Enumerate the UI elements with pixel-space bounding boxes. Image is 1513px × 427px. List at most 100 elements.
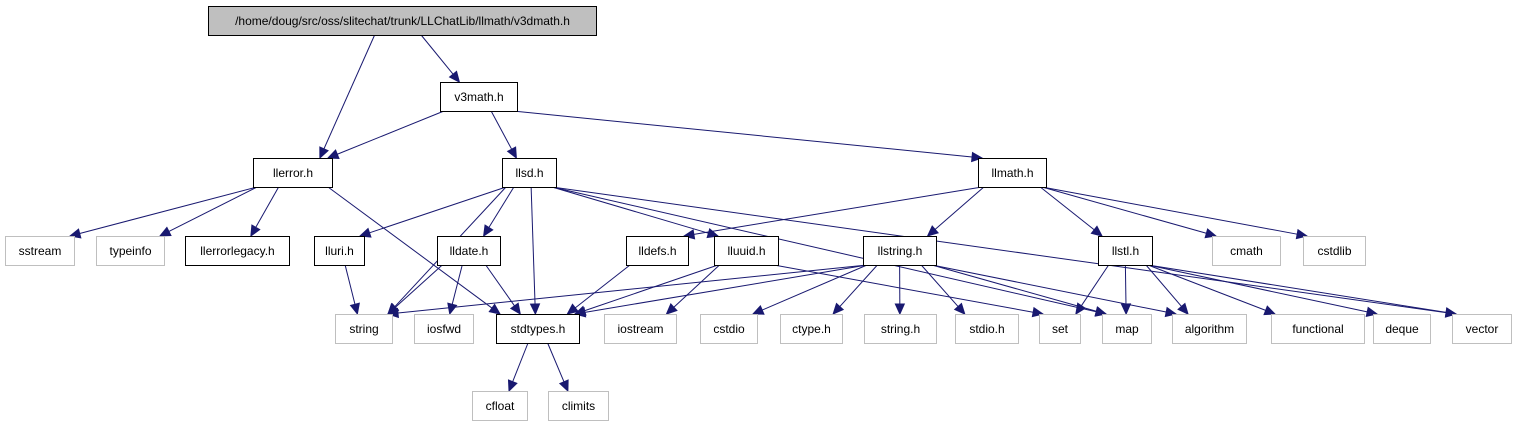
edge-line [584, 264, 719, 312]
node-label: cstdlib [1317, 244, 1351, 258]
edge-lluri-to-string [344, 264, 360, 316]
arrowhead-icon [509, 302, 521, 315]
node-cfloat[interactable]: cfloat [472, 391, 528, 421]
node-cstdio[interactable]: cstdio [700, 314, 758, 344]
edge-line [512, 110, 973, 158]
node-box [314, 236, 365, 266]
edge-line [323, 34, 376, 150]
edge-line [1081, 264, 1110, 306]
node-iosfwd[interactable]: iosfwd [414, 314, 474, 344]
node-box [472, 391, 528, 421]
edge-llsd-to-lluri [358, 186, 507, 238]
node-stdtypes[interactable]: stdtypes.h [496, 314, 580, 344]
arrowhead-icon [1090, 225, 1103, 237]
node-lluri[interactable]: lluri.h [314, 236, 365, 266]
node-lldefs[interactable]: lldefs.h [626, 236, 689, 266]
edge-line [551, 186, 1447, 314]
node-stdio[interactable]: stdio.h [955, 314, 1019, 344]
node-deque[interactable]: deque [1373, 314, 1431, 344]
node-box [864, 314, 937, 344]
node-map[interactable]: map [1102, 314, 1152, 344]
edge-llsd-to-lluuid [551, 186, 720, 239]
edge-line [485, 264, 515, 307]
node-cstdlib[interactable]: cstdlib [1303, 236, 1366, 266]
edge-line [920, 264, 959, 307]
edge-line [451, 264, 463, 305]
edge-llerror-to-typeinfo [158, 186, 258, 237]
node-label: cfloat [486, 399, 515, 413]
node-box [1102, 314, 1152, 344]
node-box [978, 158, 1047, 188]
node-cmath[interactable]: cmath [1212, 236, 1281, 266]
arrowhead-icon [566, 303, 579, 315]
node-iostream[interactable]: iostream [604, 314, 677, 344]
node-string[interactable]: string [335, 314, 393, 344]
arrowhead-icon [1204, 228, 1218, 239]
node-label: algorithm [1185, 322, 1234, 336]
edge-lldate-to-string [387, 264, 443, 315]
node-box [335, 314, 393, 344]
edge-v3math-to-llsd [490, 110, 517, 160]
node-box [1373, 314, 1431, 344]
node-functional[interactable]: functional [1271, 314, 1365, 344]
node-v3dmath[interactable]: /home/doug/src/oss/slitechat/trunk/LLCha… [208, 6, 597, 36]
edge-v3math-to-llerror [326, 110, 445, 159]
node-box [626, 236, 689, 266]
arrowhead-icon [448, 70, 461, 83]
edge-v3dmath-to-llerror [319, 34, 376, 160]
node-llstring[interactable]: llstring.h [863, 236, 937, 266]
edge-line [337, 110, 445, 155]
edge-line [490, 110, 513, 150]
edge-llstring-to-ctype [832, 264, 878, 315]
node-typeinfo[interactable]: typeinfo [96, 236, 165, 266]
node-set[interactable]: set [1039, 314, 1081, 344]
node-box [440, 82, 518, 112]
node-ctype[interactable]: ctype.h [780, 314, 843, 344]
edge-line [530, 186, 536, 305]
arrowhead-icon [971, 151, 984, 163]
node-vector[interactable]: vector [1452, 314, 1512, 344]
arrowhead-icon [349, 302, 360, 316]
arrowhead-icon [1120, 303, 1132, 316]
edge-line [344, 264, 356, 305]
arrowhead-icon [1263, 305, 1277, 316]
node-climits[interactable]: climits [548, 391, 609, 421]
node-llstl[interactable]: llstl.h [1098, 236, 1153, 266]
arrowhead-icon [1075, 302, 1087, 316]
edge-line [327, 186, 493, 309]
node-llsd[interactable]: llsd.h [502, 158, 557, 188]
edge-line [168, 186, 258, 232]
node-box [1098, 236, 1153, 266]
arrowhead-icon [558, 379, 569, 393]
edge-llsd-to-stdtypes [529, 186, 541, 316]
node-algorithm[interactable]: algorithm [1172, 314, 1247, 344]
node-sstream[interactable]: sstream [5, 236, 75, 266]
node-llerror[interactable]: llerror.h [253, 158, 333, 188]
arrowhead-icon [953, 302, 966, 315]
node-box [502, 158, 557, 188]
node-lluuid[interactable]: lluuid.h [714, 236, 779, 266]
node-v3math[interactable]: v3math.h [440, 82, 518, 112]
edge-line [693, 186, 983, 235]
edge-llstring-to-stdio [920, 264, 966, 315]
node-label: sstream [19, 244, 62, 258]
node-stringh[interactable]: string.h [864, 314, 937, 344]
edge-line [839, 264, 878, 307]
edge-llsd-to-lldate [482, 186, 515, 238]
arrowhead-icon [751, 305, 765, 315]
edge-layer [68, 34, 1458, 393]
node-box [437, 236, 501, 266]
arrowhead-icon [386, 307, 399, 319]
node-llmath[interactable]: llmath.h [978, 158, 1047, 188]
node-label: llsd.h [515, 166, 543, 180]
edge-line [1041, 186, 1207, 234]
node-llerrorlegacy[interactable]: llerrorlegacy.h [185, 236, 290, 266]
node-box [253, 158, 333, 188]
arrowhead-icon [1177, 302, 1189, 315]
node-box [96, 236, 165, 266]
edge-llstring-to-cstdio [751, 264, 868, 315]
edge-line [934, 186, 985, 230]
node-lldate[interactable]: lldate.h [437, 236, 501, 266]
edge-lluuid-to-iostream [665, 264, 720, 315]
